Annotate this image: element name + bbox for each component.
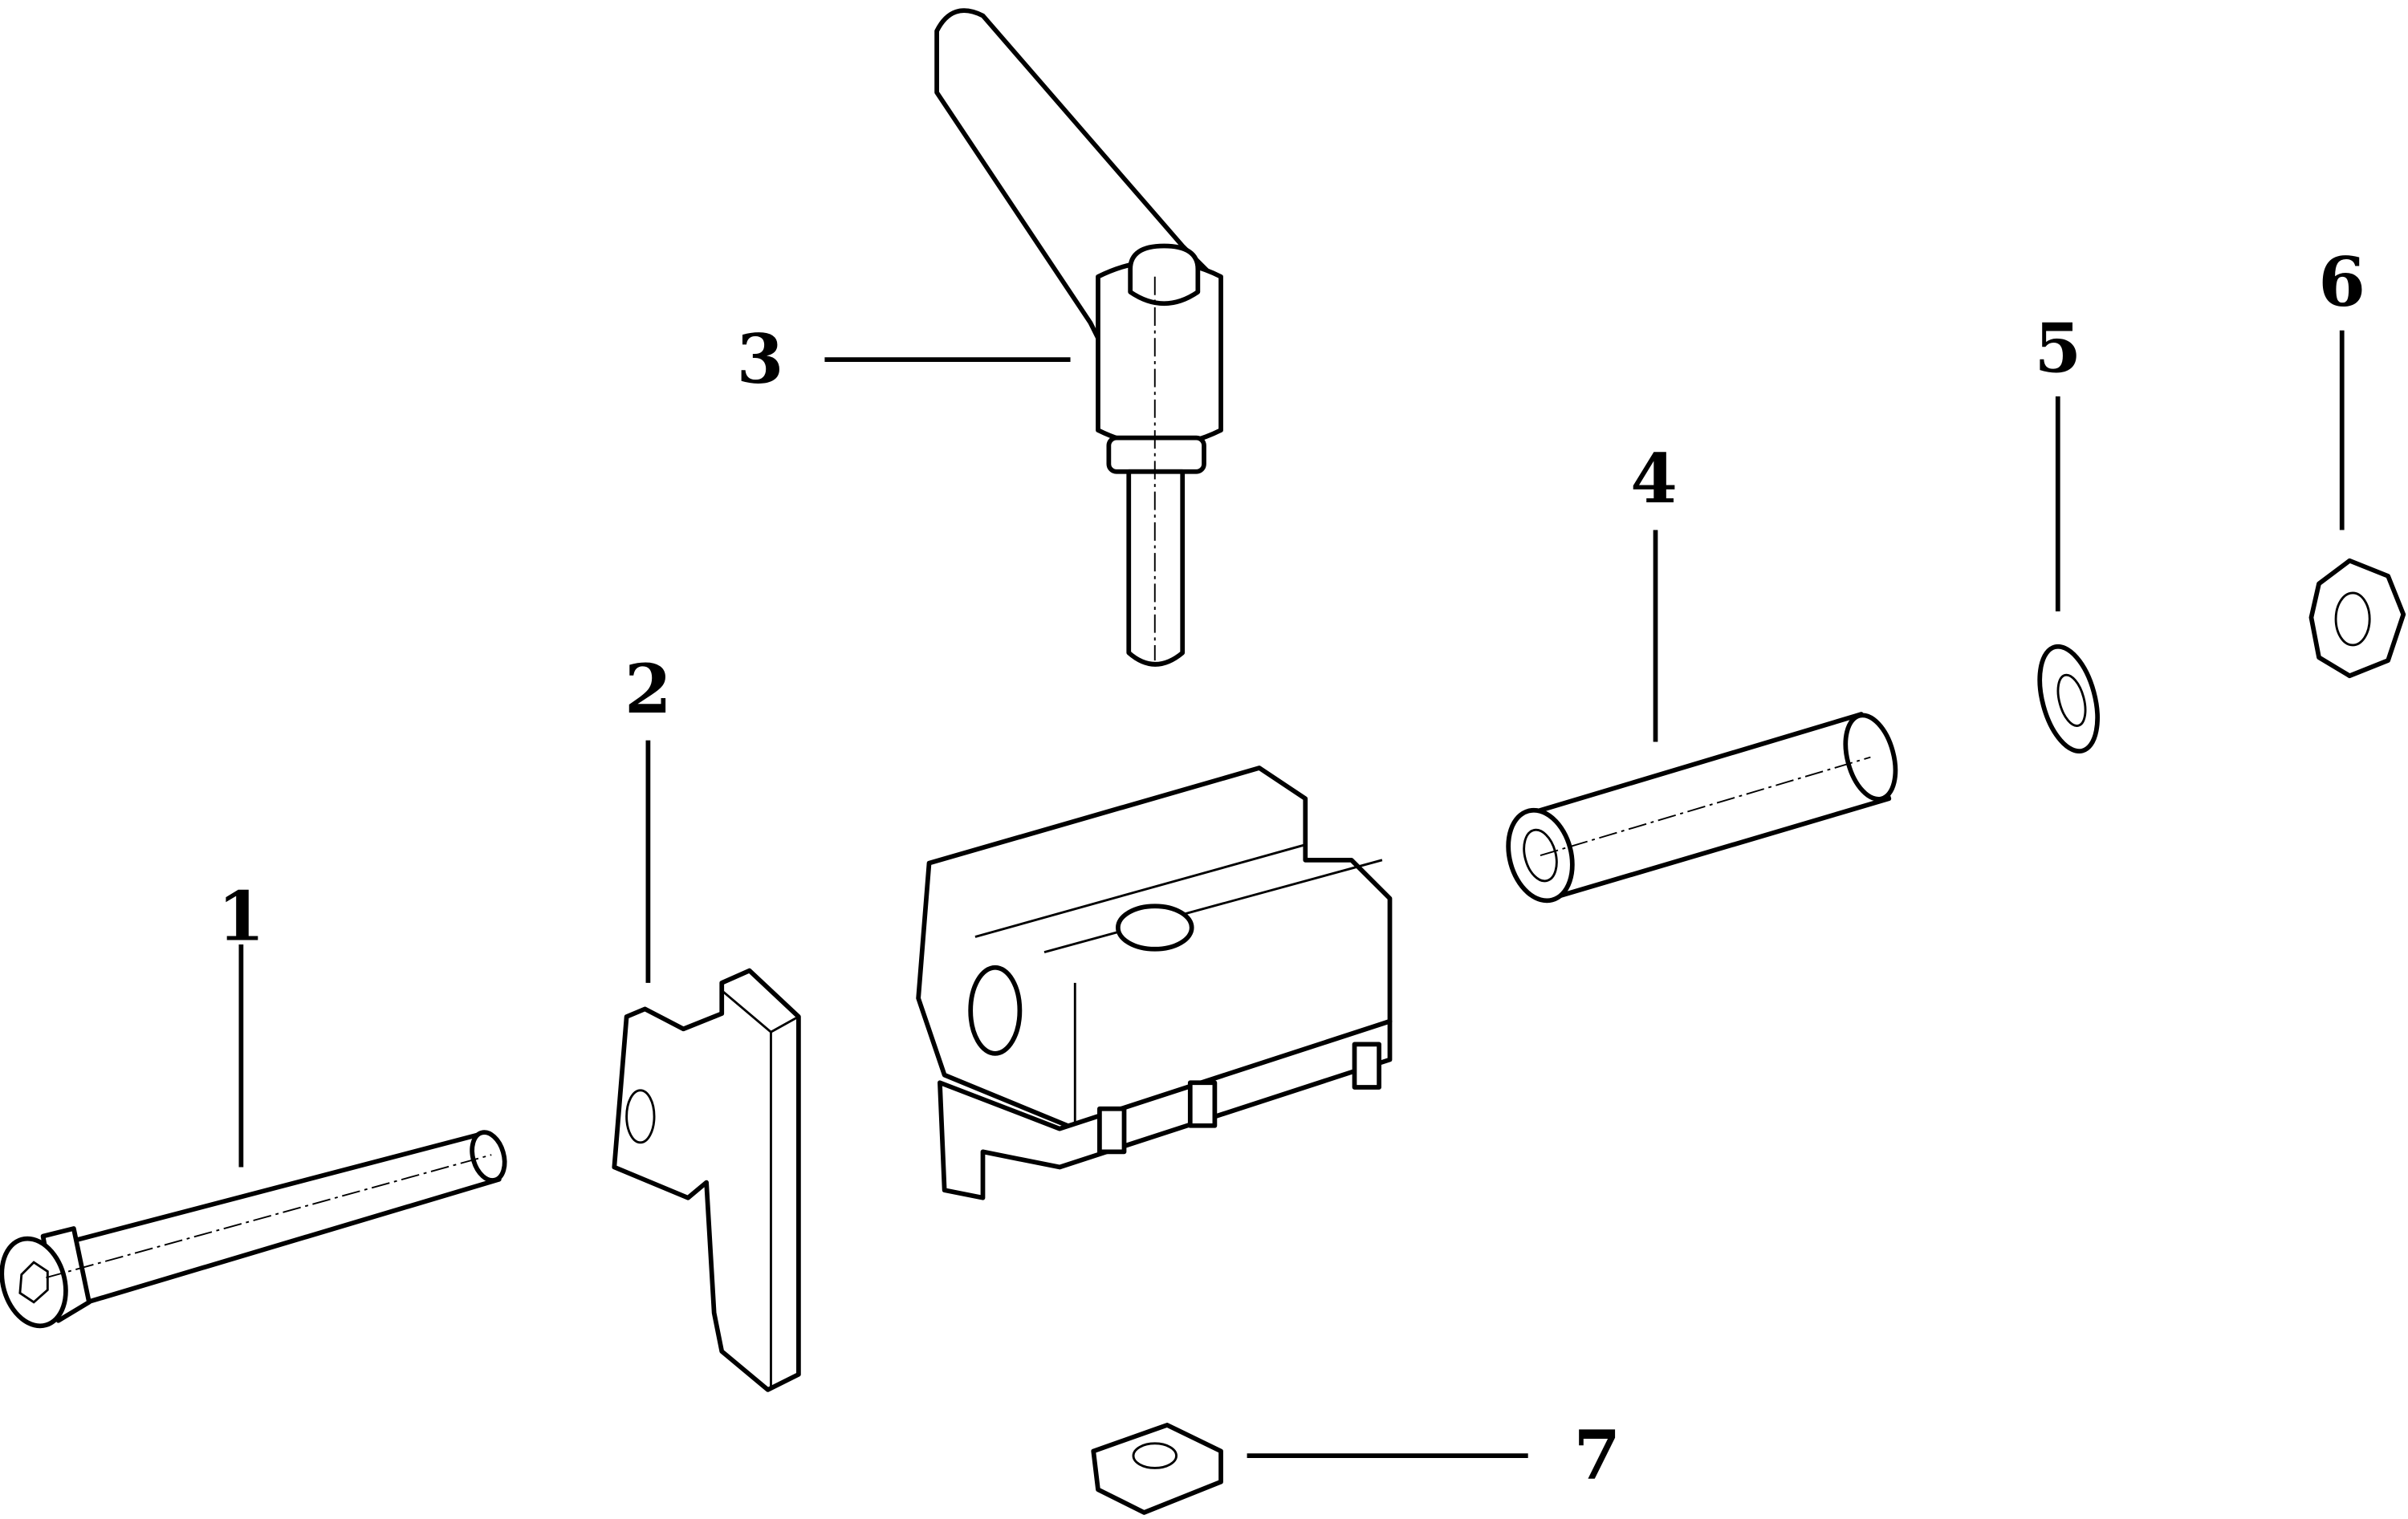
part-5-washer <box>2037 644 2100 754</box>
callout-7: 7 <box>1574 1415 1621 1495</box>
callout-2: 2 <box>624 649 672 729</box>
housing-block <box>916 766 1393 1200</box>
part-3-clamp-lever <box>934 8 1223 667</box>
callout-1: 1 <box>218 876 265 956</box>
callout-6: 6 <box>2318 242 2365 322</box>
part-7-square-nut <box>1091 1423 1223 1515</box>
callout-3: 3 <box>737 319 784 399</box>
part-2-bracket <box>612 968 801 1392</box>
part-6-hex-nut <box>2308 558 2406 679</box>
part-4-sleeve <box>1506 712 1898 904</box>
part-1-cap-screw <box>0 1130 507 1329</box>
callout-4: 4 <box>1630 439 1678 518</box>
callout-5: 5 <box>2034 308 2081 388</box>
